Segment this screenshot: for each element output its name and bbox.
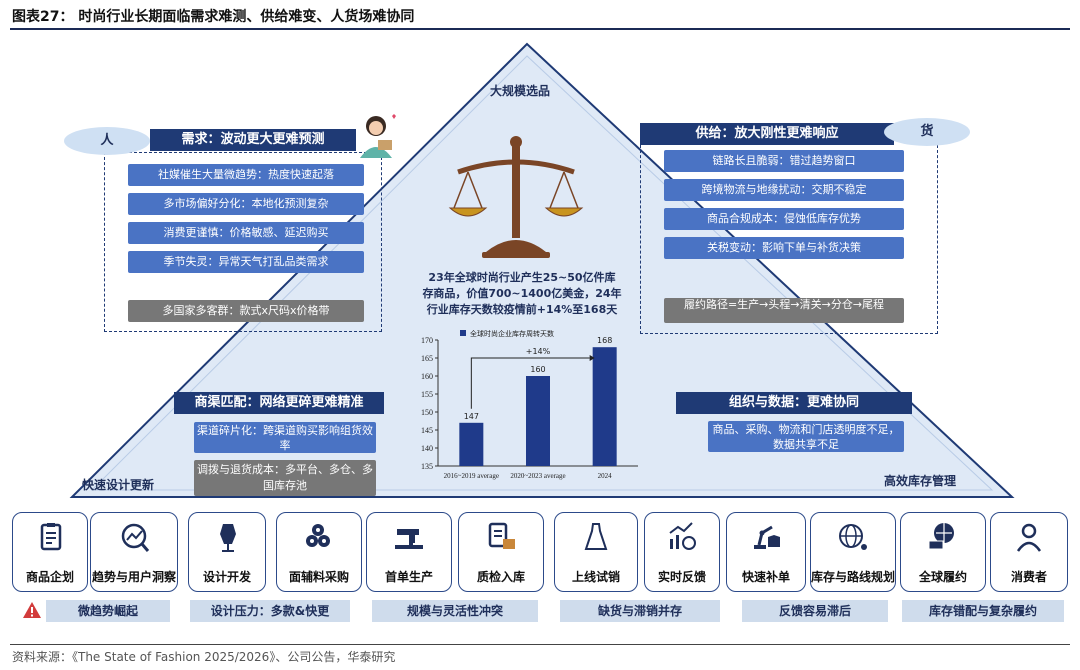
chart-clock-icon [645,521,719,555]
step-label: 趋势与用户洞察 [91,570,176,584]
step-label: 上线试销 [571,570,620,584]
source-note: 资料来源：《The State of Fashion 2025/2026》、公司… [12,650,396,664]
step-label: 首单生产 [384,570,433,584]
step-card-5: 首单生产 [366,512,452,592]
chart-growth-arrow [470,357,590,409]
chart-y-tick-label: 165 [421,354,433,363]
globe-network-icon [811,521,895,555]
header-divider [10,28,1070,30]
step-card-4: 面辅料采购 [276,512,362,592]
chart-y-tick-label: 155 [421,390,433,399]
bottom-label-5: 反馈容易滞后 [742,600,888,622]
demand-item-4: 季节失灵：异常天气打乱品类需求 [128,251,364,273]
demand-title: 需求：波动更大更难预测 [150,129,356,151]
chart-bar [526,376,550,466]
pyramid-top-label: 大规模选品 [490,84,551,98]
chart-y-tick-label: 140 [421,444,433,453]
org-title: 组织与数据：更难协同 [676,392,912,414]
step-card-7: 上线试销 [554,512,638,592]
bottom-label-6: 库存错配与复杂履约 [902,600,1064,622]
center-summary-line-2: 存商品，价值700~1400亿美金，24年 [422,287,622,300]
chart-x-tick-label: 2024 [598,472,613,480]
clipboard-edit-icon [13,521,87,555]
inventory-days-chart: 135 140 145 150 155 160 165 170 全球时尚企业库存周转天数 147 2… [421,329,638,480]
supply-item-4: 关税变动：影响下单与补货决策 [664,237,904,259]
chart-x-tick-label: 2020~2023 average [510,472,565,480]
chart-x-tick-label: 2016~2019 average [444,472,499,480]
supply-item-2: 跨境物流与地缘扰动：交期不稳定 [664,179,904,201]
channel-title: 商渠匹配：网络更碎更难精准 [174,392,384,414]
user-icon [991,521,1067,555]
step-card-8: 实时反馈 [644,512,720,592]
step-card-10: 库存与路线规划 [810,512,896,592]
org-blue-item: 商品、采购、物流和门店透明度不足，数据共享不足 [708,421,904,452]
step-label: 商品企划 [25,570,74,584]
step-card-9: 快速补单 [726,512,806,592]
step-card-1: 商品企划 [12,512,88,592]
robot-arm-icon [727,521,805,555]
balance-scale-icon [448,136,584,258]
chart-growth-annotation: +14% [526,347,551,356]
center-summary-line-3: 行业库存天数较疫情前+14%至168天 [426,303,618,316]
step-label: 实时反馈 [657,570,706,584]
chart-y-tick-label: 150 [421,408,433,417]
pyramid-right-label: 高效库存管理 [884,474,957,488]
dress-icon [555,521,637,555]
global-delivery-icon [901,521,985,555]
step-label: 质检入库 [476,570,525,584]
demand-item-2: 多市场偏好分化：本地化预测复杂 [128,193,364,215]
chart-data-label: 168 [597,336,612,345]
step-label: 快速补单 [741,570,790,584]
center-summary: 23年全球时尚行业产生25~50亿件库 存商品，价值700~1400亿美金，24… [408,270,636,318]
center-summary-line-1: 23年全球时尚行业产生25~50亿件库 [428,271,616,284]
checklist-box-icon [459,521,543,555]
step-card-11: 全球履约 [900,512,986,592]
chart-legend-swatch [460,330,466,336]
bottom-label-4: 缺货与滞销并存 [560,600,720,622]
footer-divider [10,644,1070,645]
dress-form-icon [189,521,265,555]
step-label: 消费者 [1010,570,1047,584]
supply-gray-item: 履约路径=生产→头程→清关→分仓→尾程 [664,298,904,323]
chart-data-label: 160 [530,365,545,374]
demand-item-3: 消费更谨慎：价格敏感、延迟购买 [128,222,364,244]
step-label: 库存与路线规划 [811,570,896,584]
chart-bar [459,422,484,466]
chart-y-tick-label: 170 [421,336,433,345]
chart-legend-label: 全球时尚企业库存周转天数 [470,329,554,338]
step-card-3: 设计开发 [188,512,266,592]
bottom-label-3: 规模与灵活性冲突 [372,600,538,622]
figure-title: 图表27： 时尚行业长期面临需求难测、供给难变、人货场难协同 [12,9,415,25]
step-label: 全球履约 [918,570,967,584]
chart-y-tick-label: 145 [421,426,433,435]
channel-blue-item: 渠道碎片化：跨渠道购买影响组货效率 [194,422,376,453]
step-label: 面辅料采购 [288,570,349,584]
shopper-avatar-icon [360,114,396,158]
step-card-2: 趋势与用户洞察 [90,512,178,592]
chart-data-label: 147 [464,412,479,421]
chart-growth-arrowhead [589,355,595,361]
bottom-label-2: 设计压力：多款&快更 [190,600,350,622]
supply-item-3: 商品合规成本：侵蚀低库存优势 [664,208,904,230]
demand-dashed-frame [104,152,382,332]
chart-bar [592,347,617,466]
demand-item-1: 社媒催生大量微趋势：热度快速起落 [128,164,364,186]
step-card-6: 质检入库 [458,512,544,592]
supply-goods-ellipse: 货 [884,118,970,146]
pyramid-left-label: 快速设计更新 [82,478,155,492]
warning-icon [23,602,41,618]
channel-gray-item: 调拨与退货成本：多平台、多仓、多国库存池 [194,460,376,496]
step-label: 设计开发 [202,570,251,584]
chart-y-tick-label: 135 [421,462,433,471]
sewing-machine-icon [367,521,451,555]
supply-title: 供给：放大刚性更难响应 [640,123,894,145]
step-card-12: 消费者 [990,512,1068,592]
supply-item-1: 链路长且脆弱：错过趋势窗口 [664,150,904,172]
demand-person-ellipse: 人 [64,127,150,155]
trend-analysis-icon [91,521,177,555]
bottom-label-1: 微趋势崛起 [46,600,170,622]
demand-gray-item: 多国家多客群：款式x尺码x价格带 [128,300,364,322]
chart-y-tick-label: 160 [421,372,433,381]
fabric-rolls-icon [277,521,361,555]
